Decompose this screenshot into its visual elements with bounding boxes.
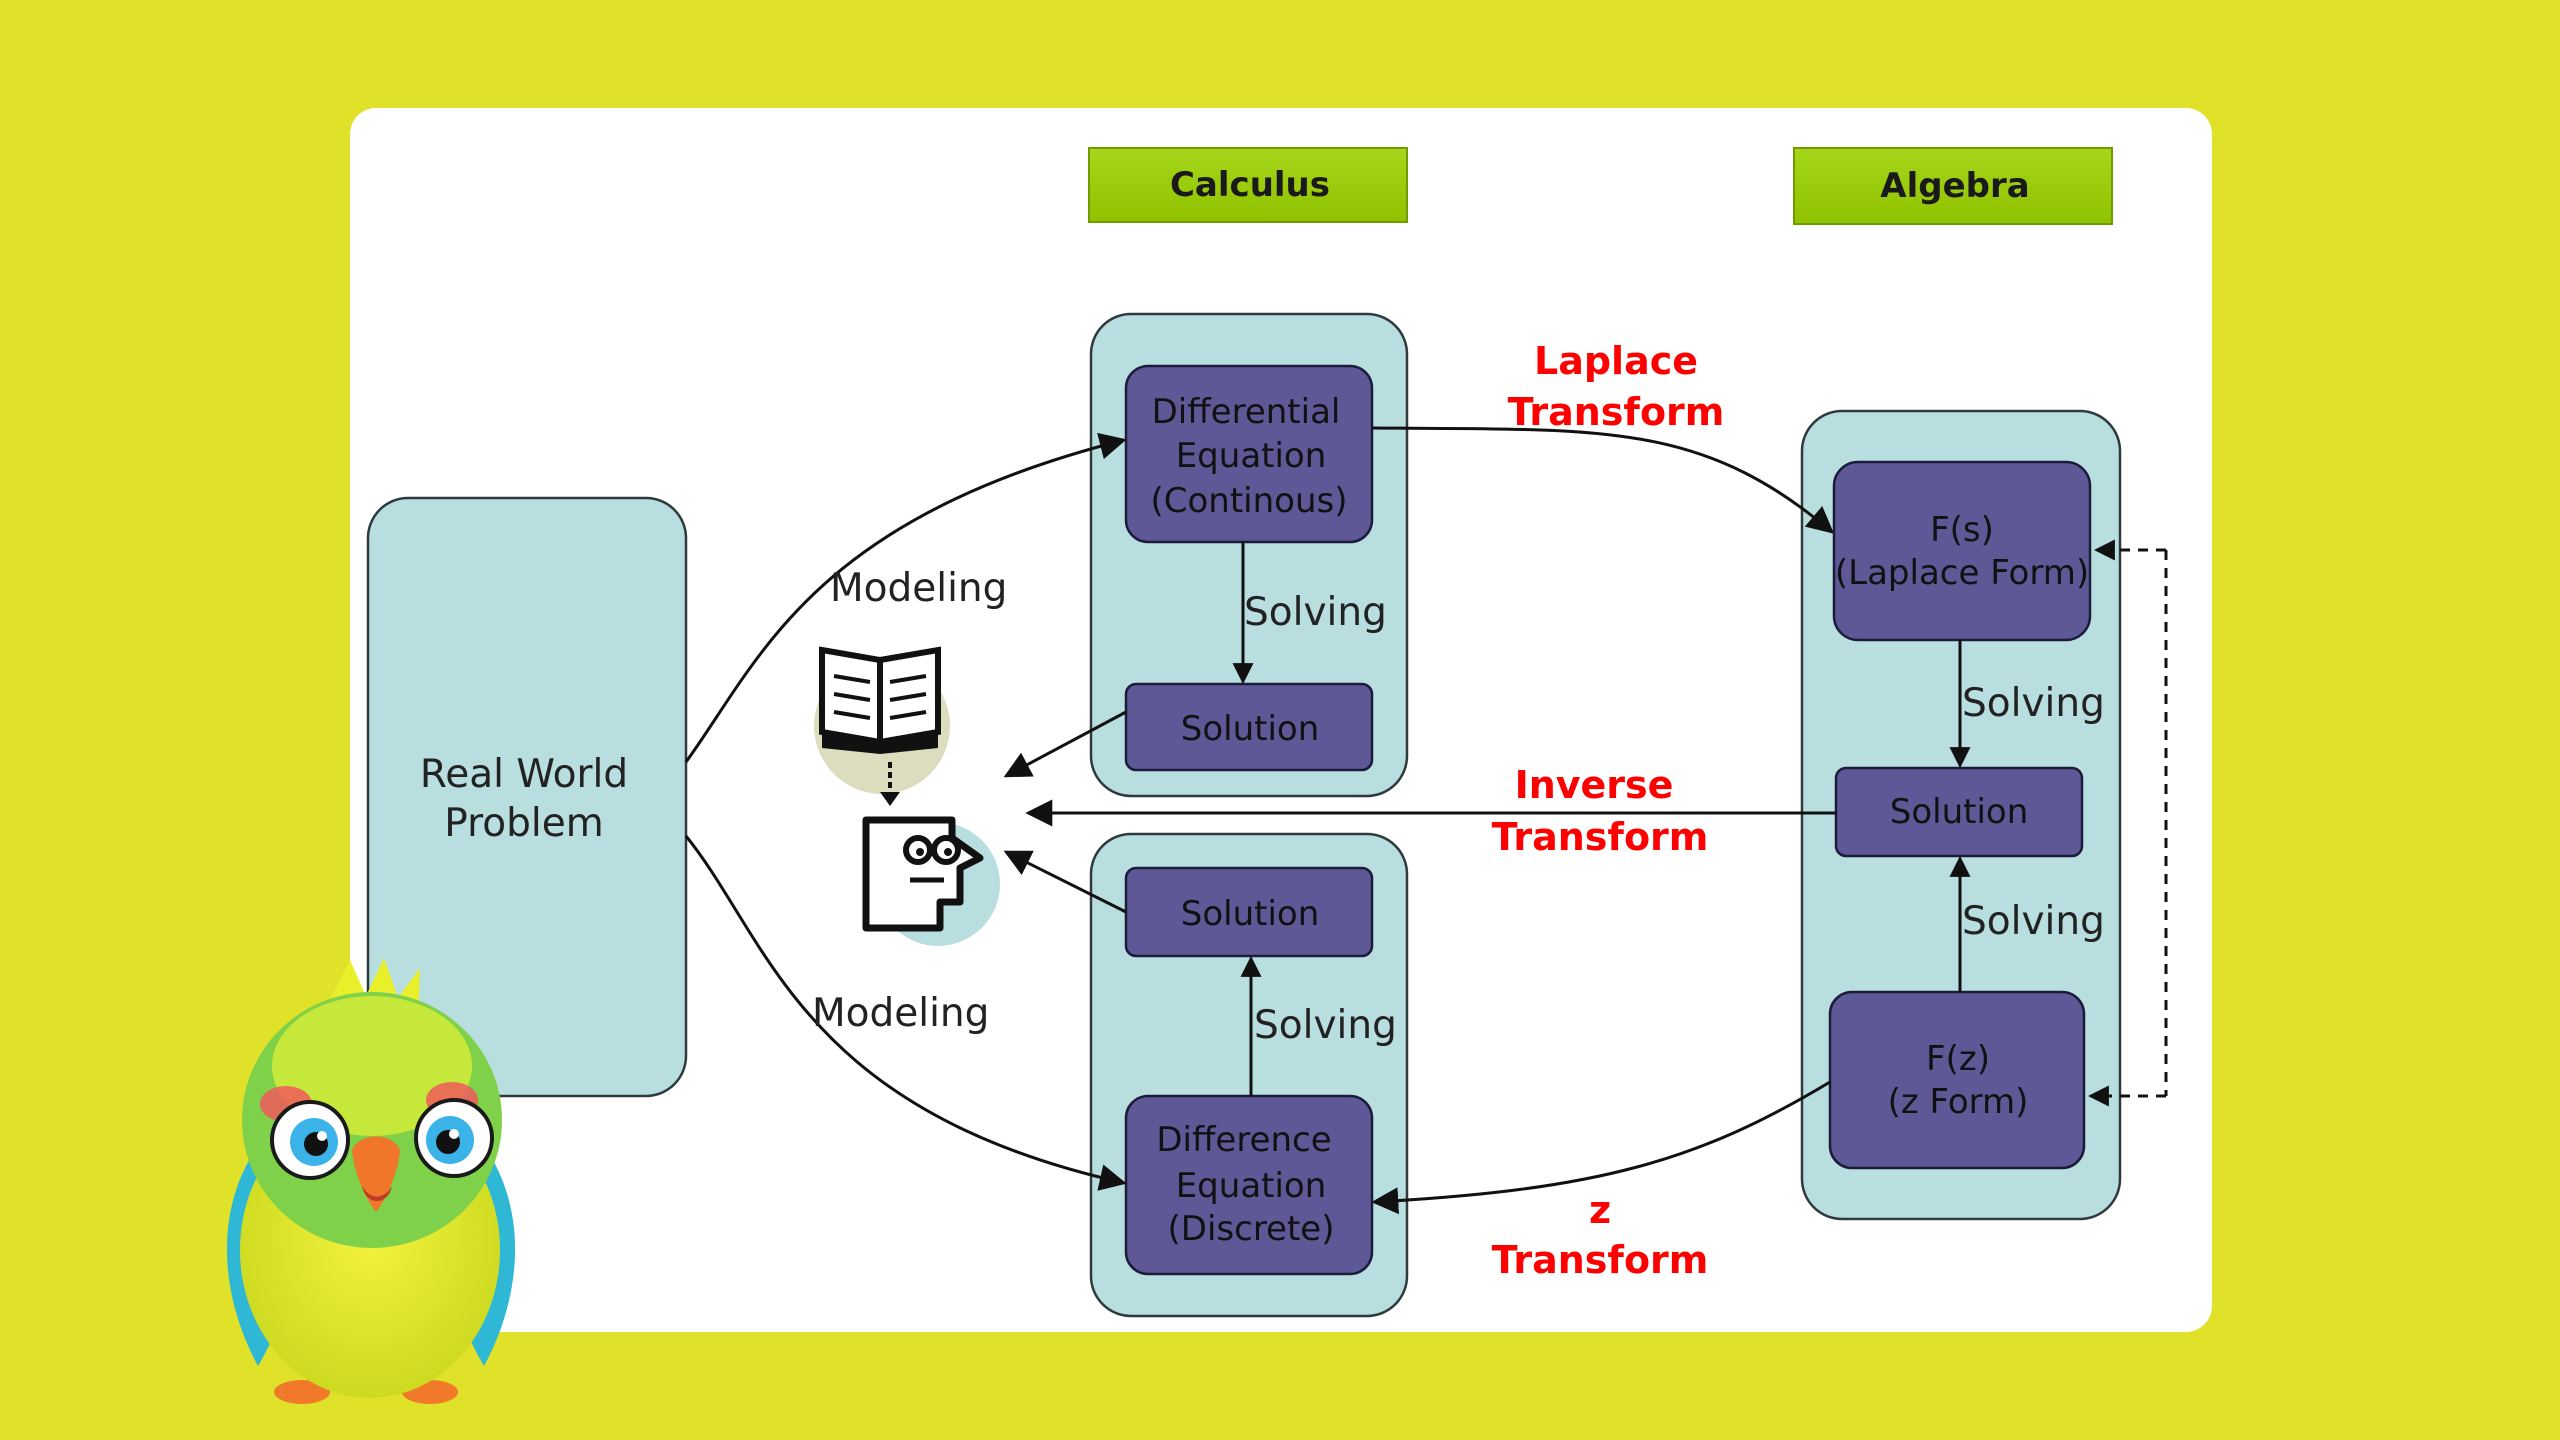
fs-line-2: (Laplace Form) — [1835, 553, 2089, 593]
modeling-arrow-top — [684, 432, 1127, 763]
modeling-arrow-bottom — [684, 835, 1127, 1191]
difference-eq-line-2: Equation — [1176, 1166, 1327, 1206]
z-form-node — [1828, 990, 2086, 1170]
real-world-problem-box — [366, 496, 688, 1098]
thinking-head-icon — [862, 816, 1000, 946]
z-transform-line-2: Transform — [1492, 1238, 1709, 1282]
difference-eq-line-3: (Discrete) — [1168, 1209, 1335, 1249]
difference-eq-line-1: Difference — [1156, 1120, 1331, 1160]
z-transform-arrow — [1371, 1080, 1831, 1215]
fs-line-1: F(s) — [1930, 510, 1994, 550]
inverse-transform-line-2: Transform — [1492, 815, 1709, 859]
solution-discrete-label: Solution — [1181, 894, 1320, 934]
solution-continuous-label: Solution — [1181, 709, 1320, 749]
solution-bottom-to-icon-arrow — [1003, 850, 1127, 914]
diff-eq-line-1: Differential — [1152, 392, 1341, 432]
laplace-transform-line-1: Laplace — [1534, 339, 1698, 383]
fz-line-1: F(z) — [1926, 1039, 1990, 1079]
dashed-loop-connector — [2087, 539, 2168, 1107]
modeling-label-top: Modeling — [830, 566, 1007, 611]
diff-eq-line-3: (Continous) — [1150, 481, 1347, 521]
solving-label-algebra-top: Solving — [1962, 681, 2105, 726]
fz-line-2: (z Form) — [1888, 1082, 2029, 1122]
real-world-problem-label: Real World Problem — [420, 752, 628, 846]
solution-algebra-label: Solution — [1890, 792, 2029, 832]
solution-top-to-icon-arrow — [1003, 710, 1127, 778]
book-icon — [814, 646, 950, 806]
diff-eq-line-2: Equation — [1176, 436, 1327, 476]
laplace-transform-arrow — [1371, 426, 1835, 534]
header-algebra: Algebra — [1793, 147, 2113, 225]
real-world-line-2: Problem — [444, 801, 603, 846]
z-transform-line-1: z — [1589, 1188, 1611, 1232]
header-algebra-label: Algebra — [1880, 166, 2029, 206]
solving-label-algebra-bottom: Solving — [1962, 899, 2105, 944]
inverse-transform-line-1: Inverse — [1515, 763, 1674, 807]
solving-label-continuous: Solving — [1244, 590, 1387, 635]
solving-label-discrete: Solving — [1254, 1003, 1397, 1048]
real-world-line-1: Real World — [420, 752, 628, 797]
header-calculus: Calculus — [1088, 147, 1408, 223]
laplace-transform-line-2: Transform — [1508, 390, 1725, 434]
laplace-form-node — [1832, 460, 2092, 642]
modeling-label-bottom: Modeling — [812, 991, 989, 1036]
parrot-mascot-icon — [226, 958, 516, 1404]
header-calculus-label: Calculus — [1170, 165, 1330, 205]
